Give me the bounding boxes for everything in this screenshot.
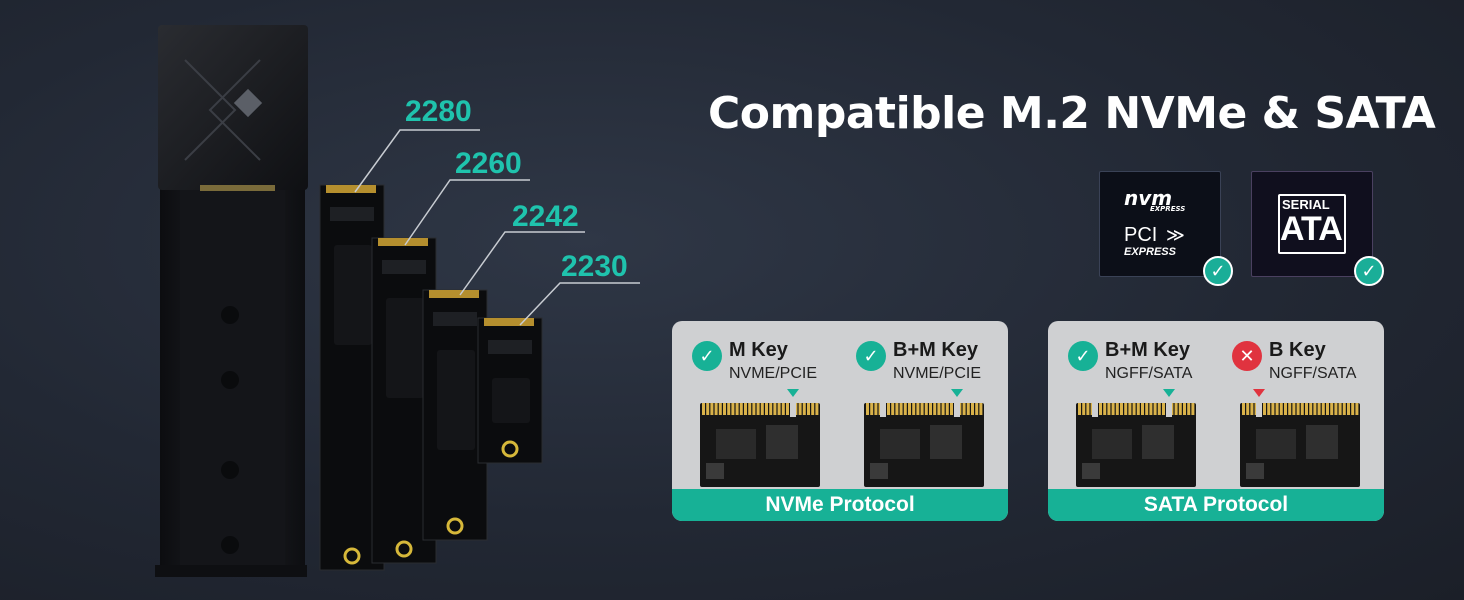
key-title: B+M Key [1105, 339, 1191, 361]
check-icon: ✓ [692, 341, 722, 371]
enclosure-illustration [155, 25, 308, 577]
key-protocol: NGFF/SATA [1105, 365, 1193, 382]
check-icon: ✓ [856, 341, 886, 371]
slot-indicator-icon [1163, 389, 1175, 397]
pci-express-wordmark: EXPRESS [1124, 246, 1176, 258]
nvme-protocol-label: NVMe Protocol [672, 489, 1008, 521]
key-title: B Key [1269, 339, 1326, 361]
bm-key-connector-image [864, 389, 984, 487]
key-protocol: NGFF/SATA [1269, 365, 1357, 382]
key-title: M Key [729, 339, 788, 361]
pci-wordmark: PCI [1124, 224, 1158, 246]
check-icon: ✓ [1068, 341, 1098, 371]
serial-ata-logo: SERIAL ATA [1251, 171, 1373, 277]
size-leader-lines [354, 129, 640, 326]
b-key-connector-image [1240, 389, 1360, 487]
ata-wordmark: ATA [1280, 210, 1343, 248]
slot-indicator-icon [951, 389, 963, 397]
nvme-protocol-panel: ✓ M Key NVME/PCIE ✓ B+M Key NVME/PCIE NV… [672, 321, 1008, 521]
size-label-2280: 2280 [405, 95, 472, 128]
serial-wordmark: SERIAL [1282, 197, 1330, 212]
pci-arrow-icon: ≫ [1166, 225, 1185, 246]
nvme-check-icon: ✓ [1203, 256, 1233, 286]
ssd-stick [422, 289, 488, 541]
nvm-express-wordmark: EXPRESS [1150, 205, 1186, 213]
headline: Compatible M.2 NVMe & SATA [708, 88, 1436, 139]
ssd-illustration [319, 184, 543, 571]
nvme-pcie-logo: nvm EXPRESS PCI ≫ EXPRESS [1099, 171, 1221, 277]
sata-check-icon: ✓ [1354, 256, 1384, 286]
key-protocol: NVME/PCIE [893, 365, 982, 382]
ssd-stick [477, 317, 543, 464]
bm-key-connector-image [1076, 389, 1196, 487]
sata-protocol-panel: ✓ B+M Key NGFF/SATA ✕ B Key NGFF/SATA SA… [1048, 321, 1384, 521]
key-protocol: NVME/PCIE [729, 365, 818, 382]
cross-icon: ✕ [1232, 341, 1262, 371]
size-label-2230: 2230 [561, 250, 628, 283]
slot-indicator-icon [1253, 389, 1265, 397]
size-label-2260: 2260 [455, 147, 522, 180]
m-key-connector-image [700, 389, 820, 487]
key-title: B+M Key [893, 339, 979, 361]
nvm-wordmark: nvm [1124, 186, 1173, 210]
slot-indicator-icon [787, 389, 799, 397]
serial-ata-frame [1278, 194, 1346, 254]
size-label-2242: 2242 [512, 200, 579, 233]
sata-protocol-label: SATA Protocol [1048, 489, 1384, 521]
